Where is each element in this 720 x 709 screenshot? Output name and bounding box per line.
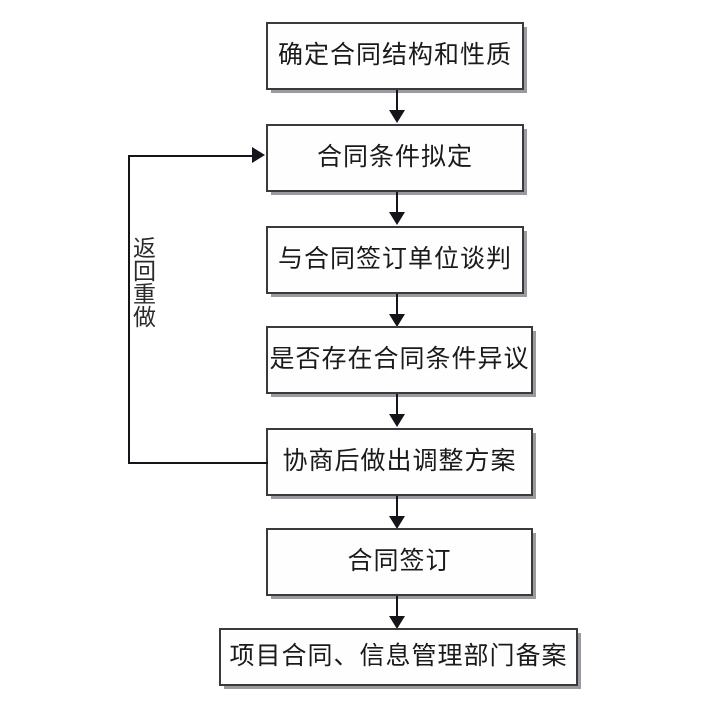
flow-node-confirm-contract-structure[interactable]: 确定合同结构和性质 — [266, 22, 524, 90]
flow-node-label: 是否存在合同条件异议 — [269, 346, 530, 374]
flow-node-check-terms-objection[interactable]: 是否存在合同条件异议 — [266, 326, 533, 394]
arrowhead-n4-n5-icon — [389, 414, 405, 427]
flow-node-label: 合同条件拟定 — [316, 144, 473, 172]
feedback-loop-top-segment — [128, 155, 254, 157]
feedback-loop-bottom-segment — [128, 462, 268, 464]
flow-node-negotiate-with-signing-party[interactable]: 与合同签订单位谈判 — [266, 226, 524, 294]
arrowhead-n2-n3-icon — [389, 212, 405, 225]
connector-n6-n7 — [396, 596, 398, 626]
arrowhead-n3-n4-icon — [389, 314, 405, 327]
flow-node-label: 项目合同、信息管理部门备案 — [229, 643, 568, 671]
feedback-loop-vertical-segment — [128, 155, 130, 464]
flow-node-draft-contract-terms[interactable]: 合同条件拟定 — [266, 124, 524, 192]
flow-node-file-with-contract-info-dept[interactable]: 项目合同、信息管理部门备案 — [219, 628, 578, 686]
arrowhead-n1-n2-icon — [389, 110, 405, 123]
feedback-loop-label: 返回重做 — [129, 236, 155, 328]
connector-n3-n4 — [396, 294, 398, 324]
flow-node-adjustment-plan-after-negotiation[interactable]: 协商后做出调整方案 — [266, 428, 533, 496]
flow-node-label: 与合同签订单位谈判 — [277, 246, 512, 274]
flow-node-label: 合同签订 — [347, 548, 452, 576]
arrowhead-n5-n6-icon — [389, 516, 405, 529]
flow-node-label: 协商后做出调整方案 — [282, 448, 517, 476]
connector-n2-n3 — [396, 192, 398, 222]
flow-node-contract-signing[interactable]: 合同签订 — [266, 528, 533, 596]
arrowhead-feedback-loop-icon — [252, 147, 265, 163]
connector-n5-n6 — [396, 496, 398, 526]
connector-n1-n2 — [396, 90, 398, 120]
arrowhead-n6-n7-icon — [389, 616, 405, 629]
flow-node-label: 确定合同结构和性质 — [277, 42, 512, 70]
connector-n4-n5 — [396, 394, 398, 424]
